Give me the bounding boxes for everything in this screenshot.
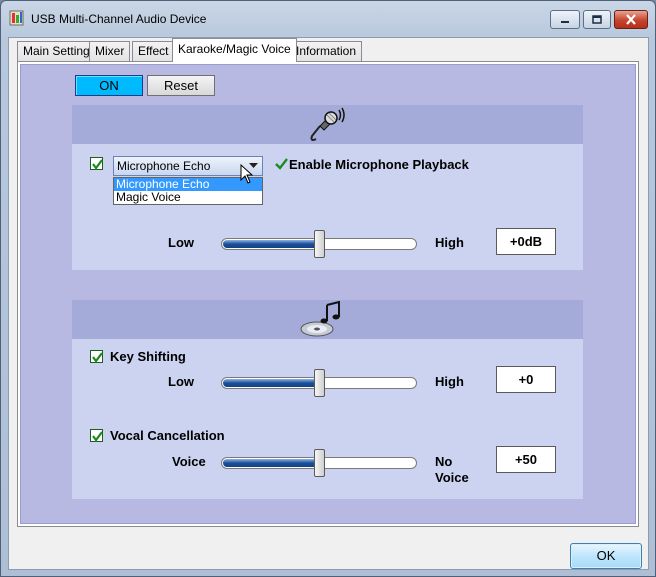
key-shifting-value: +0: [496, 366, 556, 393]
close-button[interactable]: [614, 10, 648, 29]
mic-level-slider-fill: [223, 240, 319, 248]
mouse-cursor-icon: [240, 164, 254, 184]
maximize-button[interactable]: [583, 10, 611, 29]
chevron-down-icon: [245, 157, 262, 175]
vocal-cancellation-checkbox[interactable]: [90, 429, 103, 442]
vocal-cancellation-slider-fill: [223, 459, 319, 467]
ok-button[interactable]: OK: [570, 543, 642, 569]
tab-effect[interactable]: Effect: [132, 41, 175, 61]
dialog-client: Main Setting Mixer Effect Karaoke/Magic …: [8, 37, 649, 570]
mic-level-value: +0dB: [496, 228, 556, 255]
music-group: Key Shifting Low High +0 Vocal Cancellat…: [72, 300, 583, 499]
key-shifting-slider[interactable]: [221, 369, 417, 397]
effect-mode-combobox[interactable]: Microphone Echo: [113, 156, 263, 176]
tab-mixer[interactable]: Mixer: [89, 41, 131, 61]
title-bar[interactable]: USB Multi-Channel Audio Device: [1, 1, 655, 37]
maximize-icon: [592, 15, 602, 24]
microphone-group: Microphone Echo Microphone Echo Magic Vo…: [72, 105, 583, 270]
dropdown-option-microphone-echo[interactable]: Microphone Echo: [114, 178, 262, 191]
karaoke-panel-background: ON Reset: [20, 64, 636, 524]
mic-slider-low-label: Low: [168, 235, 194, 250]
tab-karaoke-magic-voice[interactable]: Karaoke/Magic Voice: [172, 38, 297, 62]
vocal-cancellation-slider-thumb[interactable]: [314, 449, 325, 477]
reset-button[interactable]: Reset: [147, 75, 215, 96]
dropdown-option-magic-voice[interactable]: Magic Voice: [116, 190, 181, 204]
microphone-enable-checkbox[interactable]: [90, 157, 103, 170]
playback-check-icon[interactable]: [274, 157, 289, 170]
vocal-cancellation-low-label: Voice: [172, 454, 206, 469]
key-shifting-low-label: Low: [168, 374, 194, 389]
music-cd-icon: [300, 301, 340, 337]
minimize-button[interactable]: [550, 10, 580, 29]
music-group-header: [72, 300, 583, 339]
key-shifting-label: Key Shifting: [110, 349, 186, 364]
speaker-app-icon: [9, 10, 25, 26]
key-shifting-slider-fill: [223, 379, 319, 387]
effect-mode-combobox-value: Microphone Echo: [117, 159, 211, 173]
microphone-icon: [310, 107, 345, 141]
check-icon: [92, 159, 103, 170]
on-button[interactable]: ON: [75, 75, 143, 96]
close-icon: [626, 14, 636, 25]
vocal-cancellation-high-label-line2: Voice: [435, 470, 469, 485]
mic-level-slider[interactable]: [221, 230, 417, 258]
key-shifting-high-label: High: [435, 374, 464, 389]
karaoke-tab-panel: ON Reset: [17, 61, 639, 527]
tab-information[interactable]: Information: [290, 41, 363, 61]
mic-level-slider-thumb[interactable]: [314, 230, 325, 258]
vocal-cancellation-high-label-line1: No: [435, 454, 453, 469]
vocal-cancellation-label: Vocal Cancellation: [110, 428, 225, 443]
mic-slider-high-label: High: [435, 235, 464, 250]
minimize-icon: [561, 20, 569, 23]
check-icon: [92, 431, 103, 442]
window-title: USB Multi-Channel Audio Device: [31, 12, 207, 26]
key-shifting-checkbox[interactable]: [90, 350, 103, 363]
effect-mode-dropdown-list: Microphone Echo Magic Voice: [113, 177, 263, 205]
check-icon: [92, 352, 103, 363]
tab-main-setting[interactable]: Main Setting: [17, 41, 96, 61]
key-shifting-slider-thumb[interactable]: [314, 369, 325, 397]
vocal-cancellation-value: +50: [496, 446, 556, 473]
vocal-cancellation-slider[interactable]: [221, 449, 417, 477]
enable-playback-label: Enable Microphone Playback: [289, 157, 469, 172]
microphone-group-header: [72, 105, 583, 144]
